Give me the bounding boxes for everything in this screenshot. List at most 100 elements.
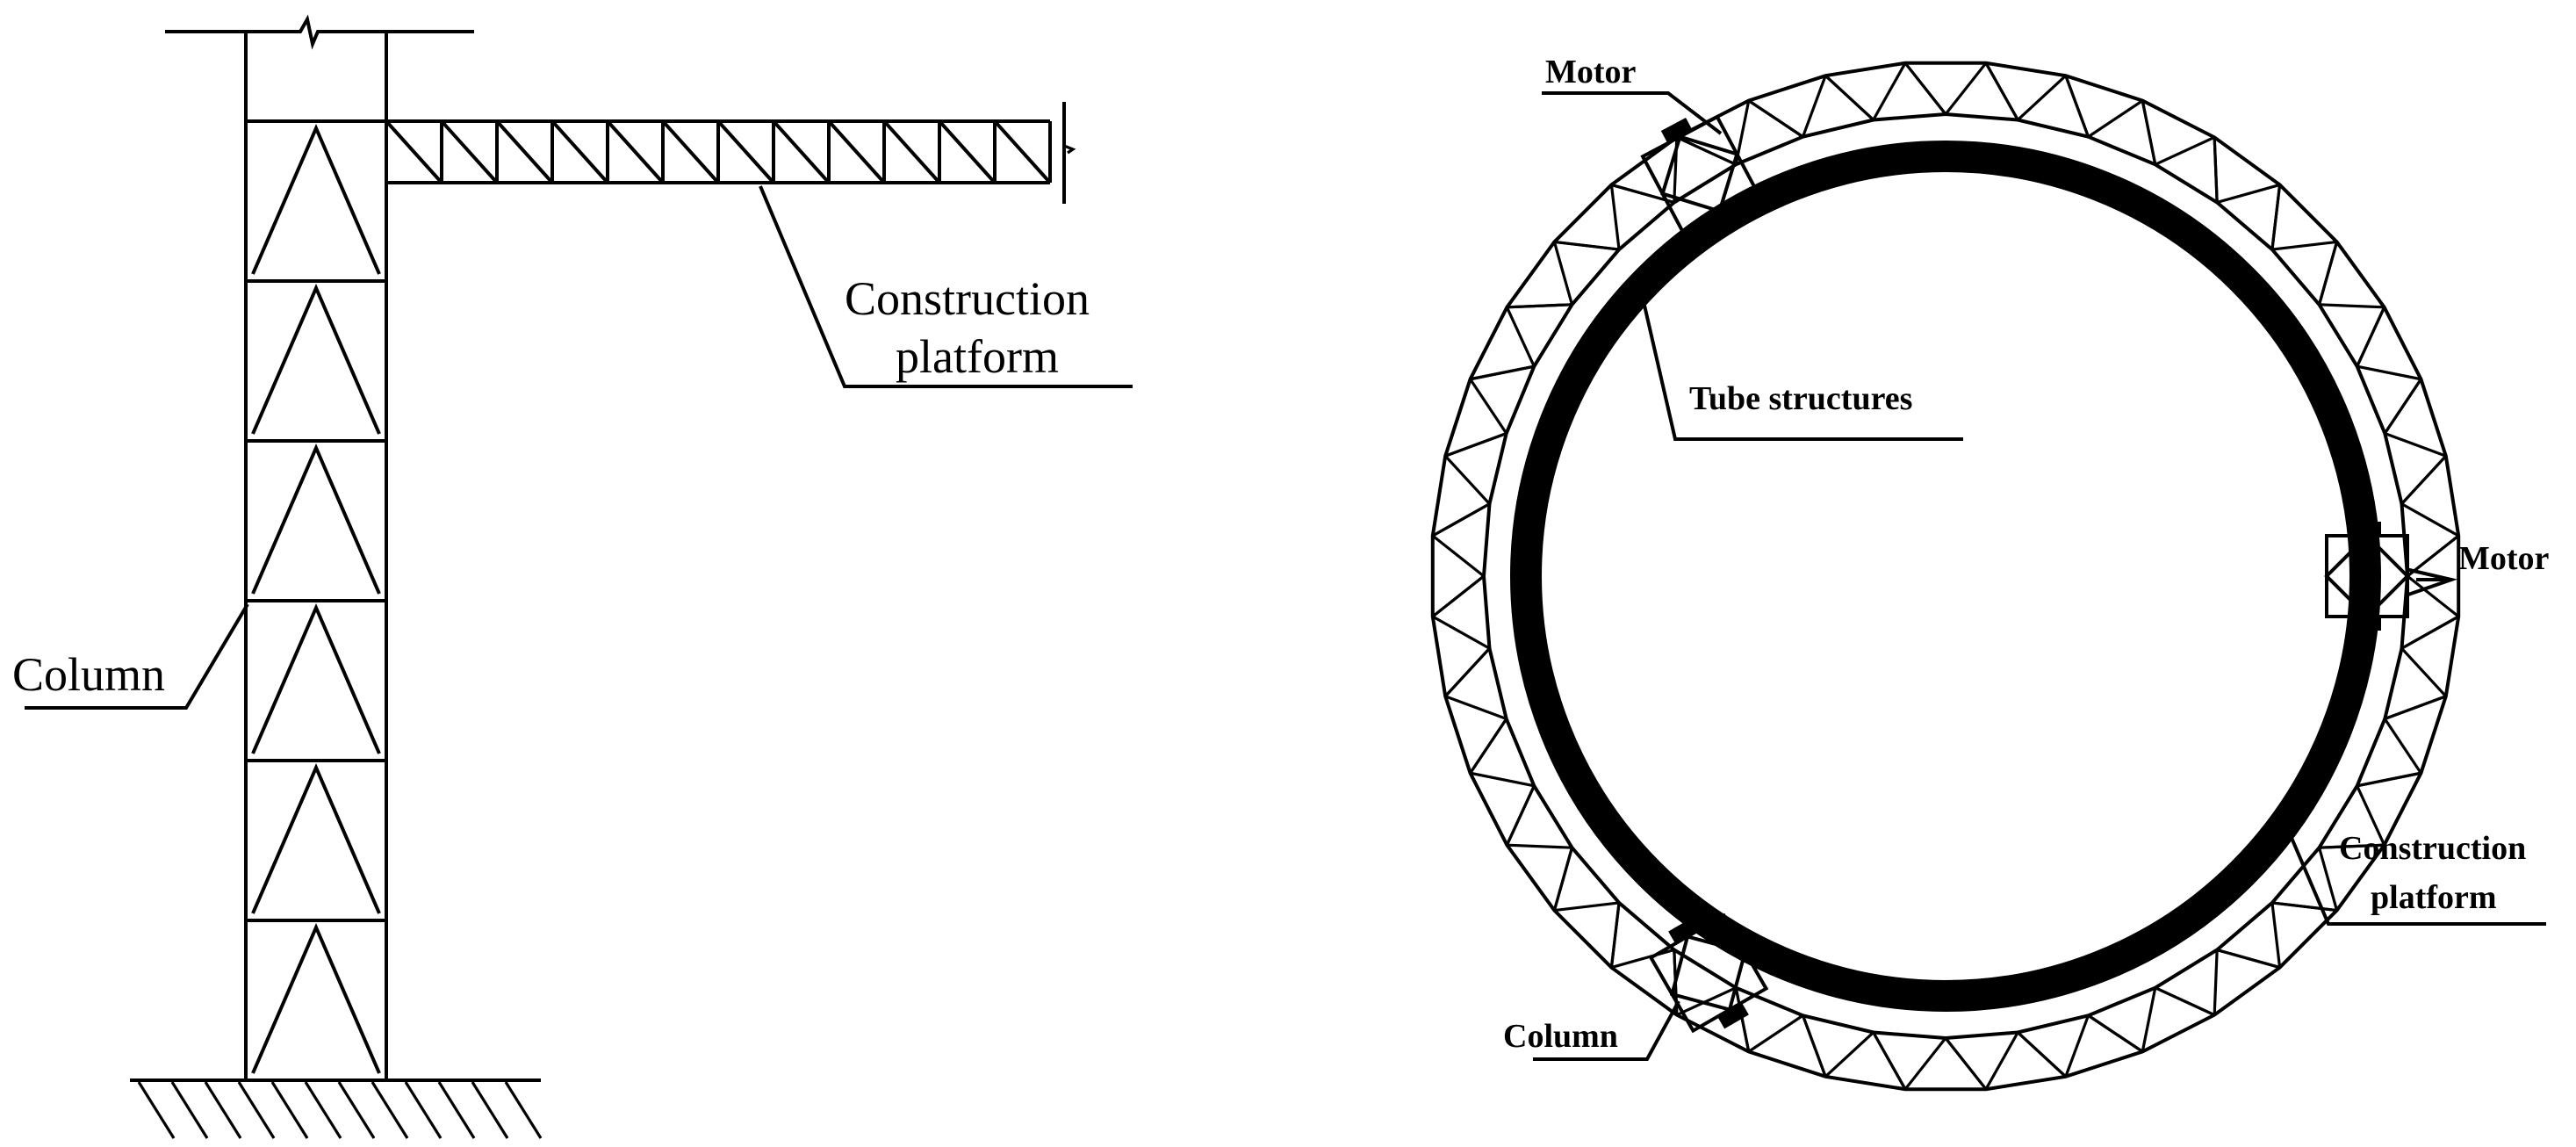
- platform-diagonal-web: [385, 119, 443, 184]
- ring-brace-diagonal: [2400, 615, 2459, 650]
- ground-hatch-stroke: [304, 1081, 342, 1139]
- left-column-leader-line: [25, 602, 249, 710]
- ring-brace-diagonal: [1747, 1014, 1804, 1053]
- left-column-label: Column: [12, 648, 165, 701]
- ring-brace-diagonal: [1554, 240, 1620, 251]
- ring-brace-diagonal: [1507, 843, 1572, 849]
- ring-brace-diagonal: [2318, 847, 2339, 912]
- platform-diagonal-web: [550, 119, 609, 184]
- right-platform-label-line1: Construction: [2339, 830, 2526, 867]
- column-bottom-unit: [1648, 913, 1769, 1034]
- right-platform-leader-line: [2290, 837, 2546, 926]
- platform-diagonal-web: [993, 119, 1052, 184]
- ring-brace-diagonal: [2270, 184, 2282, 250]
- ring-brace-diagonal: [1801, 75, 1827, 138]
- platform-diagonal-web: [938, 119, 997, 184]
- column-lattice: [246, 119, 386, 1082]
- ring-brace-diagonal: [2400, 502, 2459, 537]
- ground-hatching: [137, 1081, 543, 1139]
- motor-top-unit: [1640, 114, 1759, 234]
- ground-hatch-stroke: [471, 1081, 509, 1139]
- column-triangle-brace: [251, 123, 381, 275]
- ring-brace-diagonal: [2400, 647, 2447, 697]
- ring-outer-chord: [1430, 61, 2461, 1092]
- ring-brace-diagonal: [1676, 135, 1737, 166]
- ring-brace-diagonal: [2407, 574, 2460, 618]
- ring-brace-diagonal: [2270, 902, 2282, 968]
- ring-brace-diagonal: [1505, 785, 1536, 846]
- ring-brace-diagonal: [1747, 99, 1804, 139]
- ring-brace-diagonal: [2087, 1014, 2144, 1053]
- right-platform-label-line2: platform: [2371, 879, 2497, 916]
- column-bottom-clamp-pad: [1717, 1002, 1749, 1029]
- ring-brace-diagonal: [1984, 62, 2019, 121]
- ground-hatch-stroke: [337, 1081, 376, 1139]
- ring-brace-diagonal: [1984, 1031, 2019, 1090]
- motor-right-clamp-pad: [2353, 522, 2381, 536]
- right-plan-view: Motor Motor Tube structures Construction…: [1430, 54, 2550, 1092]
- platform-diagonal-web: [440, 119, 499, 184]
- platform-diagonal-web: [495, 119, 554, 184]
- ground-hatch-stroke: [404, 1081, 443, 1139]
- tube-structure-ring: [1510, 141, 2381, 1012]
- ring-brace-diagonal: [1431, 574, 1485, 618]
- ring-brace-diagonal: [1872, 1031, 1907, 1090]
- ring-brace-diagonal: [2318, 241, 2339, 306]
- ring-brace-diagonal: [1470, 364, 1535, 381]
- left-platform-leader-line: [759, 185, 1133, 388]
- column-triangle-brace: [251, 922, 381, 1074]
- ring-brace-diagonal: [2383, 378, 2422, 435]
- column-bottom-clamp-pad: [1668, 917, 1700, 944]
- ground-hatch-stroke: [371, 1081, 409, 1139]
- ring-brace-diagonal: [2356, 307, 2386, 367]
- column-top-break-line: [165, 14, 474, 50]
- ground-hatch-stroke: [137, 1081, 176, 1139]
- platform-diagonal-web: [716, 119, 775, 184]
- ring-brace-diagonal: [1469, 718, 1508, 775]
- ring-brace-diagonal: [2357, 771, 2421, 788]
- ring-brace-diagonal: [1801, 1014, 1827, 1078]
- platform-truss-webs: [385, 119, 1052, 184]
- platform-diagonal-web: [827, 119, 886, 184]
- ring-brace-diagonal: [2383, 718, 2422, 775]
- ring-brace-diagonal: [1609, 184, 1621, 250]
- ring-brace-diagonal: [1903, 1037, 1947, 1091]
- left-elevation-view: Construction platform Column: [12, 14, 1133, 1139]
- ring-brace-diagonal: [2213, 949, 2219, 1015]
- platform-diagonal-web: [606, 119, 665, 184]
- ground-hatch-stroke: [270, 1081, 309, 1139]
- ground-hatch-stroke: [437, 1081, 476, 1139]
- motor-right-leader-lines: [2405, 567, 2458, 597]
- platform-diagonal-web: [661, 119, 720, 184]
- ring-brace-diagonal: [1734, 987, 1751, 1052]
- ring-brace-diagonal: [1505, 307, 1536, 367]
- column-bottom-diamond: [1669, 934, 1748, 1013]
- ring-brace-diagonal: [1432, 502, 1491, 537]
- motor-right-label: Motor: [2458, 540, 2550, 577]
- tube-structures-leader-line: [1638, 285, 1963, 441]
- ring-brace-diagonal: [2319, 843, 2385, 849]
- ring-brace-diagonal: [2141, 100, 2157, 165]
- ring-brace-diagonal: [1432, 615, 1491, 650]
- ring-brace-diagonal: [1444, 431, 1507, 458]
- ground-hatch-stroke: [237, 1081, 276, 1139]
- left-platform-label-line1: Construction: [845, 272, 1090, 325]
- ring-brace-diagonal: [2356, 785, 2386, 846]
- ring-brace-diagonal: [1552, 847, 1573, 912]
- ring-brace-diagonal: [1903, 61, 1947, 115]
- column-triangle-brace: [251, 762, 381, 914]
- ring-brace-diagonal: [2216, 183, 2281, 204]
- ring-brace-diagonal: [2141, 987, 2157, 1052]
- motor-right-clamp-pad: [2353, 617, 2381, 631]
- ring-brace-diagonal: [2319, 303, 2385, 309]
- column-triangle-brace: [251, 443, 381, 595]
- ring-brace-diagonal: [2064, 75, 2090, 138]
- ground-hatch-stroke: [504, 1081, 543, 1139]
- ring-brace-diagonal: [1676, 986, 1737, 1017]
- ring-brace-diagonal: [1872, 62, 1907, 121]
- ring-brace-diagonal: [1507, 303, 1572, 309]
- ground-hatch-stroke: [170, 1081, 209, 1139]
- motor-top-clamp-pad: [1707, 204, 1739, 231]
- ring-brace-diagonal: [2064, 1014, 2090, 1078]
- motor-top-label: Motor: [1545, 54, 1637, 90]
